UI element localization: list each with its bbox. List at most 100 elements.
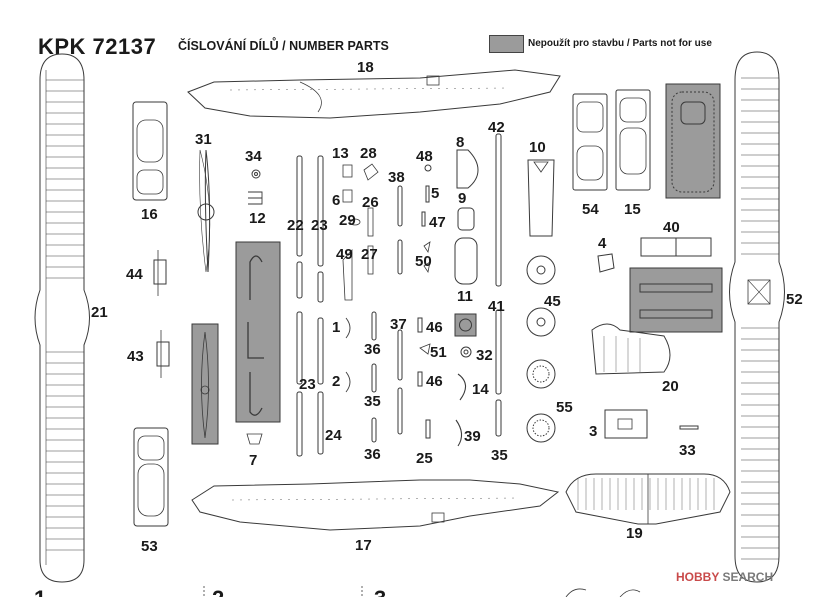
part-number: 22 — [287, 217, 304, 234]
part-number: 35 — [491, 447, 508, 464]
part-number: 19 — [626, 525, 643, 542]
part-number: 15 — [624, 201, 641, 218]
part-7-grey — [191, 323, 263, 445]
part-54 — [572, 93, 608, 191]
part-34 — [251, 169, 261, 179]
part-10 — [527, 159, 555, 237]
part-number: 37 — [390, 316, 407, 333]
part-15 — [615, 89, 651, 191]
part-number: 54 — [582, 201, 599, 218]
parts-small-right — [417, 164, 432, 439]
part-number: 4 — [598, 235, 607, 252]
part-number: 50 — [415, 253, 432, 270]
part-number: 47 — [429, 214, 446, 231]
part-12 — [248, 191, 263, 205]
part-20 — [591, 323, 671, 375]
part-number: 9 — [458, 190, 466, 207]
part-number: 29 — [339, 212, 356, 229]
part-number: 46 — [426, 373, 443, 390]
part-number: 45 — [544, 293, 561, 310]
wheels-45-55 — [526, 255, 556, 443]
part-number: 41 — [488, 298, 505, 315]
part-number: 6 — [332, 192, 340, 209]
part-number: 55 — [556, 399, 573, 416]
part-18-fuselage — [187, 69, 561, 119]
part-number: 33 — [679, 442, 696, 459]
part-number: 39 — [464, 428, 481, 445]
part-43 — [156, 330, 170, 378]
part-52-wing — [729, 51, 785, 583]
part-number: 23 — [299, 376, 316, 393]
part-grey-struts — [235, 241, 281, 423]
part-number: 52 — [786, 291, 803, 308]
part-number: 8 — [456, 134, 464, 151]
part-31-propeller — [197, 149, 215, 273]
part-number: 12 — [249, 210, 266, 227]
part-number: 48 — [416, 148, 433, 165]
step-numbers: 1 2 3 — [34, 586, 386, 597]
struts-41-42 — [495, 133, 502, 437]
part-number: 42 — [488, 119, 505, 136]
part-14 — [457, 373, 467, 401]
part-number: 25 — [416, 450, 433, 467]
part-number: 43 — [127, 348, 144, 365]
part-number: 44 — [126, 266, 143, 283]
struts-35-38 — [371, 185, 403, 443]
part-number: 11 — [457, 288, 473, 305]
part-number: 34 — [245, 148, 262, 165]
part-number: 1 — [332, 319, 340, 336]
part-16 — [132, 101, 168, 201]
watermark-search: SEARCH — [722, 570, 774, 584]
part-number: 5 — [431, 185, 439, 202]
part-number: 51 — [430, 344, 447, 361]
part-grey-seat — [665, 83, 721, 199]
part-number: 16 — [141, 206, 158, 223]
header-kit-code: KPK 72137 — [38, 34, 157, 59]
part-39 — [455, 419, 463, 447]
legend-text: Nepoužít pro stavbu / Parts not for use — [528, 38, 712, 49]
part-grey-panel — [629, 267, 723, 333]
part-number: 13 — [332, 145, 349, 162]
part-number: 40 — [663, 219, 680, 236]
part-number: 46 — [426, 319, 443, 336]
part-number: 17 — [355, 537, 372, 554]
parts-8-9-11 — [454, 149, 479, 285]
part-33 — [679, 425, 699, 430]
step-number: 3 — [374, 586, 386, 597]
part-number: 23 — [311, 217, 328, 234]
part-number: 36 — [364, 446, 381, 463]
part-number: 38 — [388, 169, 405, 186]
part-4 — [597, 253, 615, 273]
part-number: 7 — [249, 452, 257, 469]
part-number: 26 — [362, 194, 379, 211]
part-number: 28 — [360, 145, 377, 162]
part-number: 14 — [472, 381, 489, 398]
part-53 — [133, 427, 169, 527]
part-number: 31 — [195, 131, 212, 148]
part-17-fuselage — [191, 479, 560, 531]
bottom-fragments — [203, 586, 641, 597]
part-44 — [153, 250, 167, 296]
parts-cluster-center — [342, 163, 379, 301]
part-number: 49 — [336, 246, 353, 263]
part-2 — [345, 371, 351, 393]
hobbysearch-watermark: HOBBY SEARCH — [676, 570, 773, 584]
part-number: 3 — [589, 423, 597, 440]
part-number: 21 — [91, 304, 108, 321]
watermark-hobby: HOBBY — [676, 570, 720, 584]
struts-22-23 — [296, 155, 324, 457]
part-number: 27 — [361, 246, 378, 263]
part-number: 18 — [357, 59, 374, 76]
part-number-labels: 18 16 31 34 12 13 28 6 26 29 49 27 38 48… — [91, 59, 803, 555]
part-40 — [640, 237, 712, 257]
part-number: 20 — [662, 378, 679, 395]
part-1 — [345, 317, 351, 339]
part-number: 2 — [332, 373, 340, 390]
part-19-tail — [565, 473, 731, 525]
part-number: 53 — [141, 538, 158, 555]
part-number: 10 — [529, 139, 546, 156]
header-title: ČÍSLOVÁNÍ DÍLŮ / NUMBER PARTS — [178, 39, 389, 53]
part-number: 32 — [476, 347, 493, 364]
step-number: 1 — [34, 586, 46, 597]
